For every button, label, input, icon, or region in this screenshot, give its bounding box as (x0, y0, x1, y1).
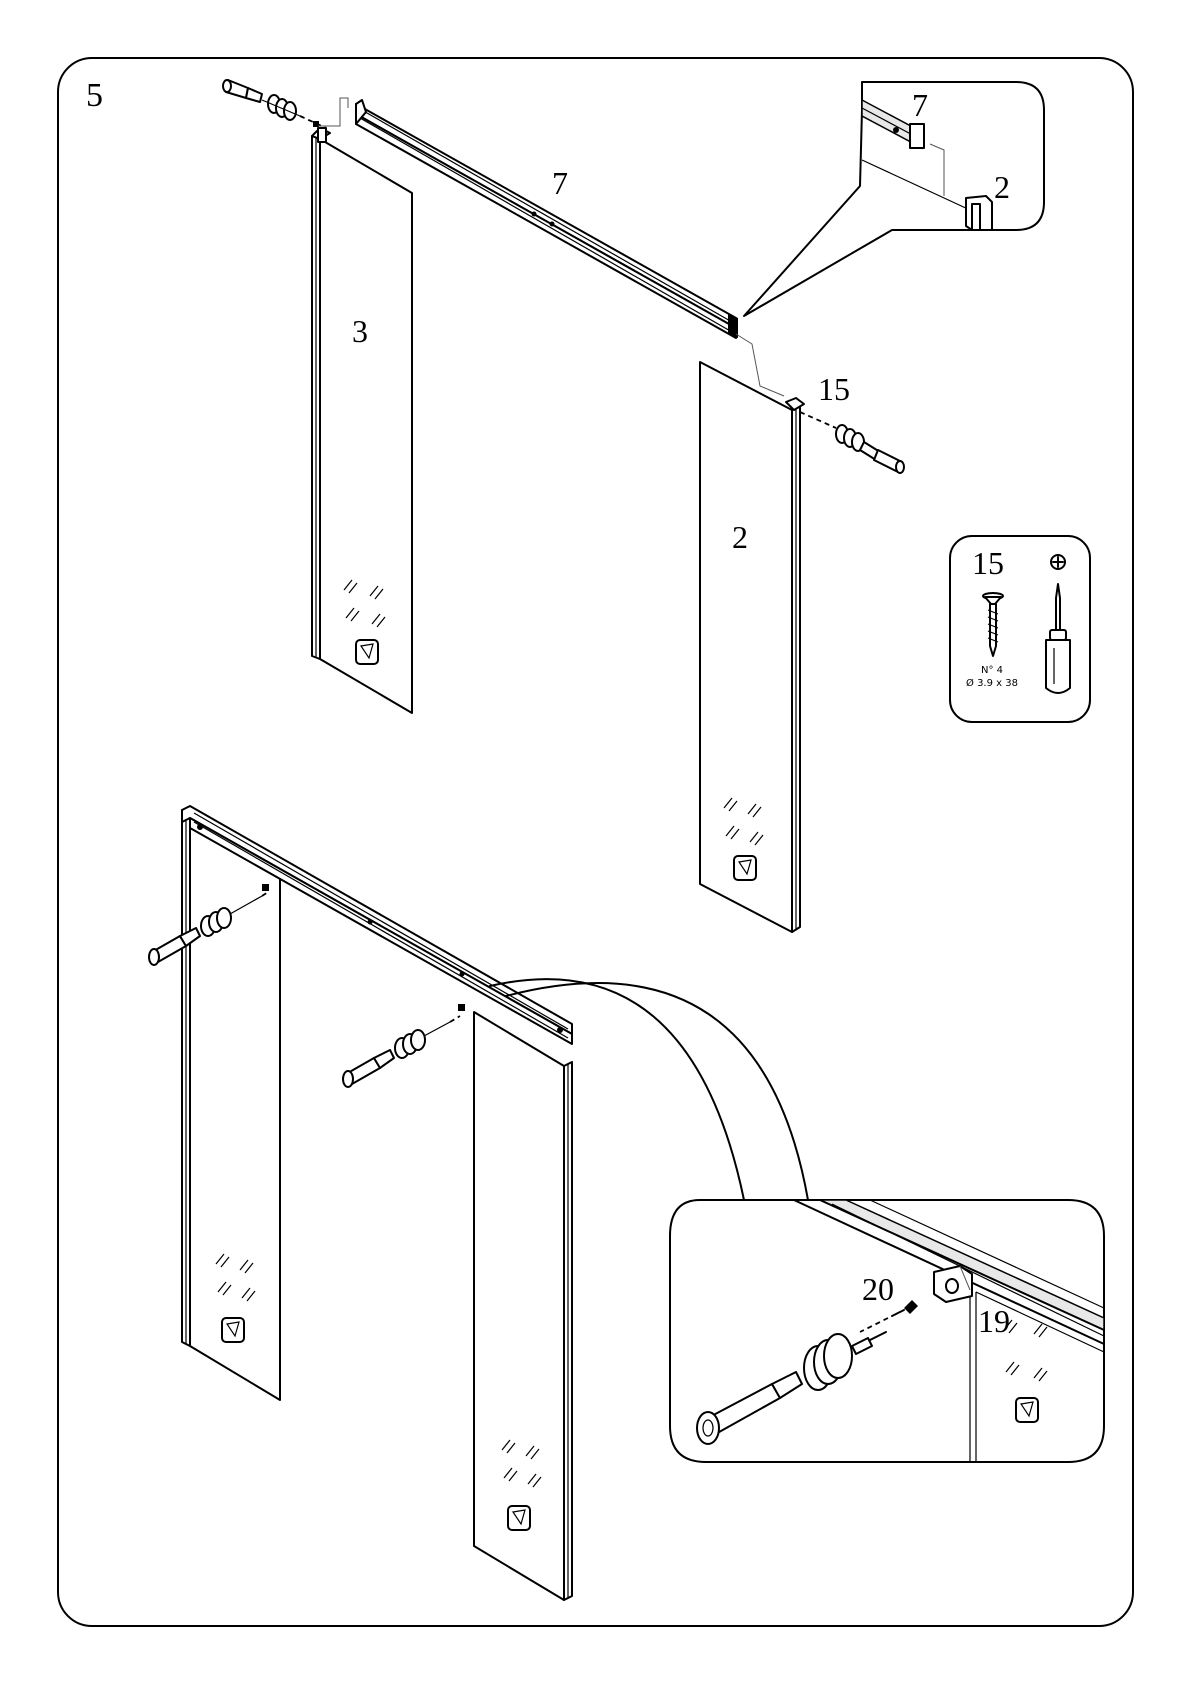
callout-panel-2: 2 (732, 519, 748, 555)
handle-icon (1016, 1398, 1038, 1422)
hardware-quantity: N° 4 (981, 665, 1003, 676)
handle-icon (356, 640, 378, 664)
panel-2-top (700, 362, 804, 932)
wood-screw-icon (983, 593, 1003, 656)
hardware-dimensions: Ø 3.9 x 38 (966, 677, 1018, 689)
zoom-callout-bracket-19: 19 (978, 1303, 1010, 1339)
panel-3-top (312, 128, 412, 713)
zoom-callout-rail-7: 7 (912, 87, 928, 123)
zoom-callout-screw-20: 20 (862, 1271, 894, 1307)
zoom-detail-bottom (670, 1200, 1104, 1462)
step-number: 5 (86, 77, 103, 114)
screwdriver-icon-top-right (800, 412, 904, 473)
panel-right-assembled (474, 1012, 572, 1600)
hardware-part-number: 15 (972, 545, 1004, 581)
screwdriver-icon-bottom-middle (343, 1004, 465, 1087)
zoom-callout-panel-2: 2 (994, 169, 1010, 205)
handle-icon (508, 1506, 530, 1530)
hardware-box (950, 536, 1090, 722)
handle-icon (222, 1318, 244, 1342)
screwdriver-icon-top-left (223, 80, 326, 128)
callout-rail-7: 7 (552, 165, 568, 201)
alignment-guide (318, 98, 348, 126)
top-rail-7 (356, 100, 738, 338)
handle-icon (734, 856, 756, 880)
phillips-screwdriver-icon (1046, 555, 1070, 693)
callout-screw-15: 15 (818, 371, 850, 407)
panel-left-assembled (182, 810, 280, 1400)
callout-panel-3: 3 (352, 313, 368, 349)
